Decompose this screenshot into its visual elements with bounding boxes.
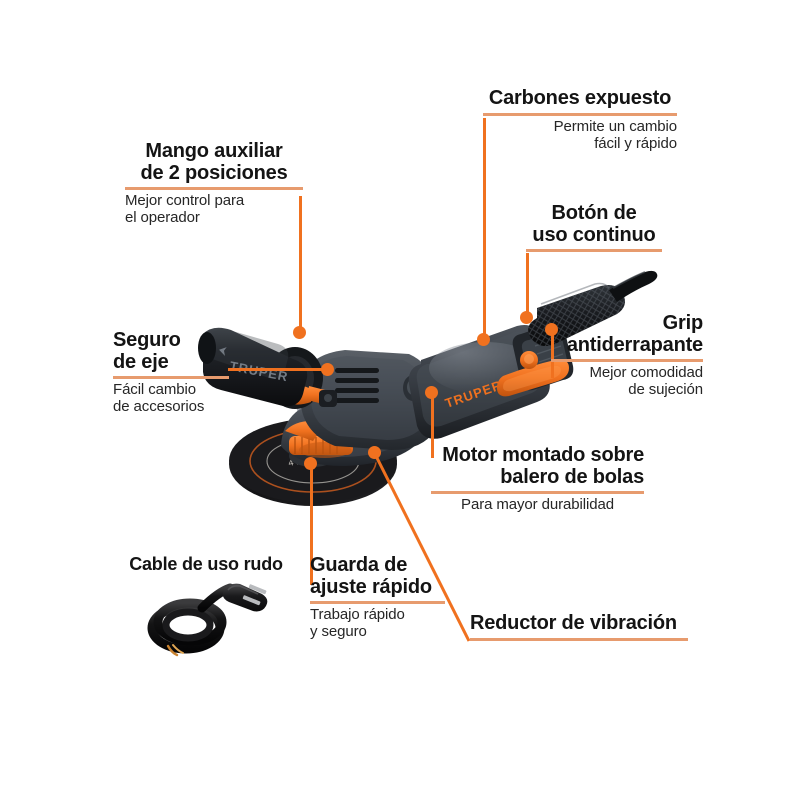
- callout-underline: [551, 359, 703, 363]
- power-cord-image: [140, 578, 272, 658]
- callout-mango-auxiliar: Mango auxiliar de 2 posiciones Mejor con…: [125, 140, 303, 227]
- callout-title: Reductor de vibración: [470, 612, 677, 634]
- leader-line-boton-continuo: [526, 253, 529, 317]
- gear-head-housing: [301, 350, 437, 450]
- bare-copper-ends: [166, 644, 184, 657]
- product-image-angle-grinder: 4 1/2": [185, 268, 658, 518]
- callout-title: Motor montado sobre balero de bolas: [442, 444, 644, 488]
- leader-dot-mango-auxiliar: [293, 326, 306, 339]
- callout-title: Mango auxiliar de 2 posiciones: [140, 140, 288, 184]
- lock-on-button: [520, 351, 538, 369]
- callout-underline: [310, 601, 445, 605]
- callout-boton-uso-continuo: Botón de uso continuo: [526, 202, 662, 253]
- callout-subtitle: Mejor comodidad de sujeción: [589, 364, 703, 399]
- callout-title: Grip antiderrapante: [566, 312, 703, 356]
- callout-cable-uso-rudo: Cable de uso rudo: [112, 554, 300, 574]
- auxiliary-handle: TRUPER: [198, 327, 308, 407]
- callout-underline: [431, 491, 644, 495]
- leader-dot-boton-continuo: [520, 311, 533, 324]
- callout-underline: [125, 187, 303, 191]
- callout-title: Seguro de eje: [113, 329, 181, 373]
- cord-strain-relief: [609, 270, 658, 302]
- callout-subtitle: Fácil cambio de accesorios: [113, 381, 205, 416]
- leader-dot-carbones: [477, 333, 490, 346]
- callout-subtitle: Permite un cambio fácil y rápido: [553, 117, 677, 152]
- leader-line-carbones: [483, 118, 486, 340]
- callout-carbones-expuesto: Carbones expuesto Permite un cambio fáci…: [483, 87, 677, 152]
- leader-line-seguro-eje: [228, 368, 330, 371]
- leader-line-guarda: [310, 463, 313, 585]
- callout-underline: [483, 112, 677, 116]
- callout-underline: [526, 249, 662, 253]
- callout-grip-antiderrapante: Grip antiderrapante Mejor comodidad de s…: [551, 312, 703, 399]
- callout-underline: [113, 376, 229, 380]
- callout-title: Cable de uso rudo: [129, 554, 283, 574]
- leader-dot-guarda: [304, 457, 317, 470]
- leader-dot-seguro-eje: [321, 363, 334, 376]
- callout-subtitle: Mejor control para el operador: [125, 192, 245, 227]
- plug-prongs: [242, 584, 267, 606]
- leader-dot-reductor: [368, 446, 381, 459]
- callout-subtitle: Trabajo rápido y seguro: [310, 606, 405, 641]
- leader-dot-grip: [545, 323, 558, 336]
- callout-title: Carbones expuesto: [488, 87, 672, 109]
- air-vents: [335, 368, 379, 403]
- callout-guarda-ajuste: Guarda de ajuste rápido Trabajo rápido y…: [310, 554, 445, 641]
- callout-subtitle: Para mayor durabilidad: [461, 496, 614, 514]
- leader-dot-motor: [425, 386, 438, 399]
- callout-underline: [470, 637, 688, 641]
- leader-line-grip: [551, 329, 554, 378]
- callout-title: Botón de uso continuo: [532, 202, 656, 246]
- callout-seguro-de-eje: Seguro de eje Fácil cambio de accesorios: [113, 329, 229, 416]
- callout-title: Guarda de ajuste rápido: [310, 554, 432, 598]
- callout-reductor-vibracion: Reductor de vibración: [470, 612, 688, 641]
- leader-line-motor: [431, 392, 434, 458]
- callout-motor-balero: Motor montado sobre balero de bolas Para…: [431, 444, 644, 514]
- leader-line-mango-auxiliar: [299, 196, 302, 334]
